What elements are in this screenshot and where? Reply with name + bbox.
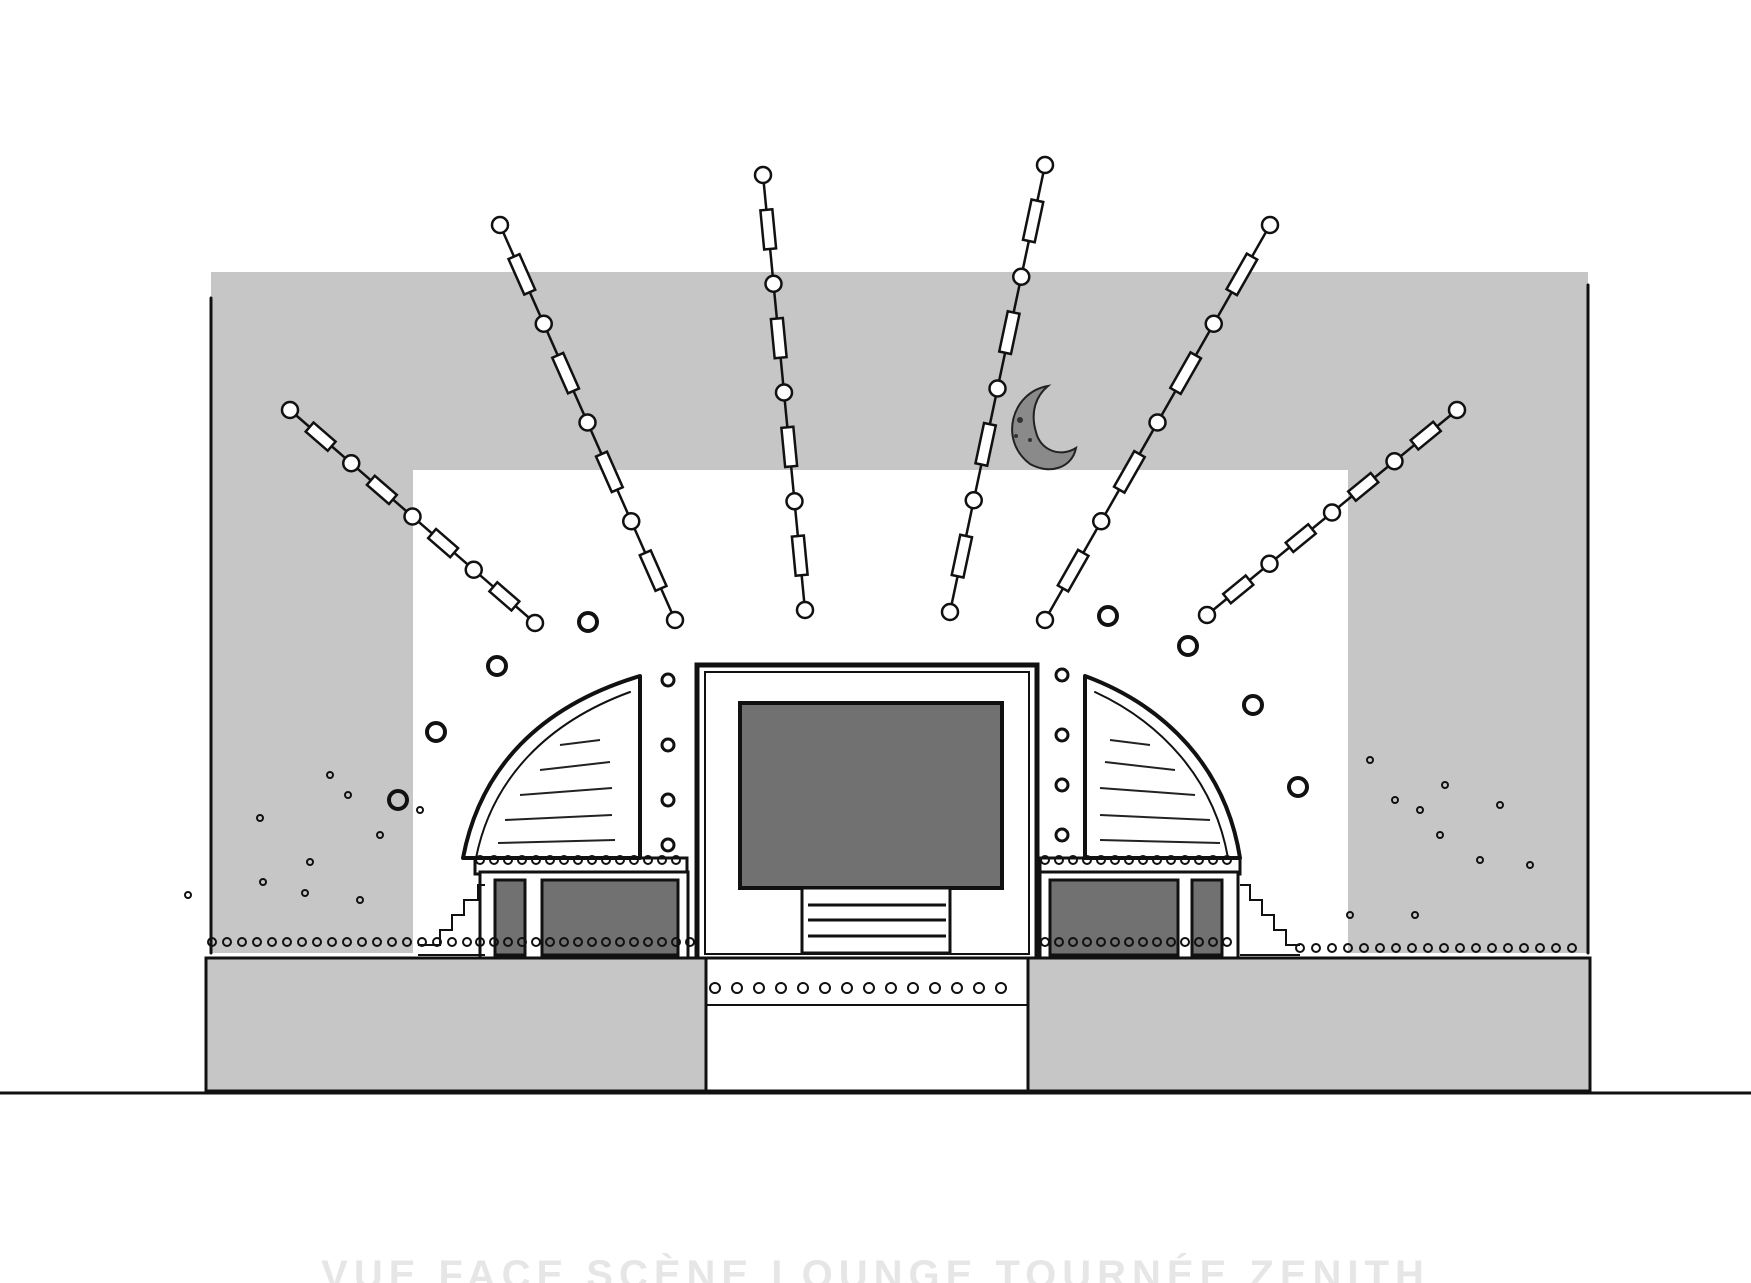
- led-screen: [738, 701, 1004, 890]
- left-platform: [418, 870, 690, 962]
- central-screen-tower: [694, 662, 1040, 963]
- light-ray-1: [280, 400, 545, 633]
- light-ray-4: [940, 155, 1055, 622]
- light-ray-5: [1035, 215, 1280, 630]
- light-ray-6: [1197, 400, 1467, 625]
- center-stairs: [800, 886, 952, 955]
- stage-deck: [0, 956, 1751, 1095]
- light-rays: [280, 155, 1467, 633]
- left-side-stairs: [418, 884, 485, 956]
- moon-icon: [1011, 384, 1078, 471]
- light-ray-2: [490, 215, 685, 630]
- light-ray-3: [753, 165, 815, 620]
- right-side-stairs: [1240, 884, 1300, 956]
- decorative-dots: [184, 605, 1577, 994]
